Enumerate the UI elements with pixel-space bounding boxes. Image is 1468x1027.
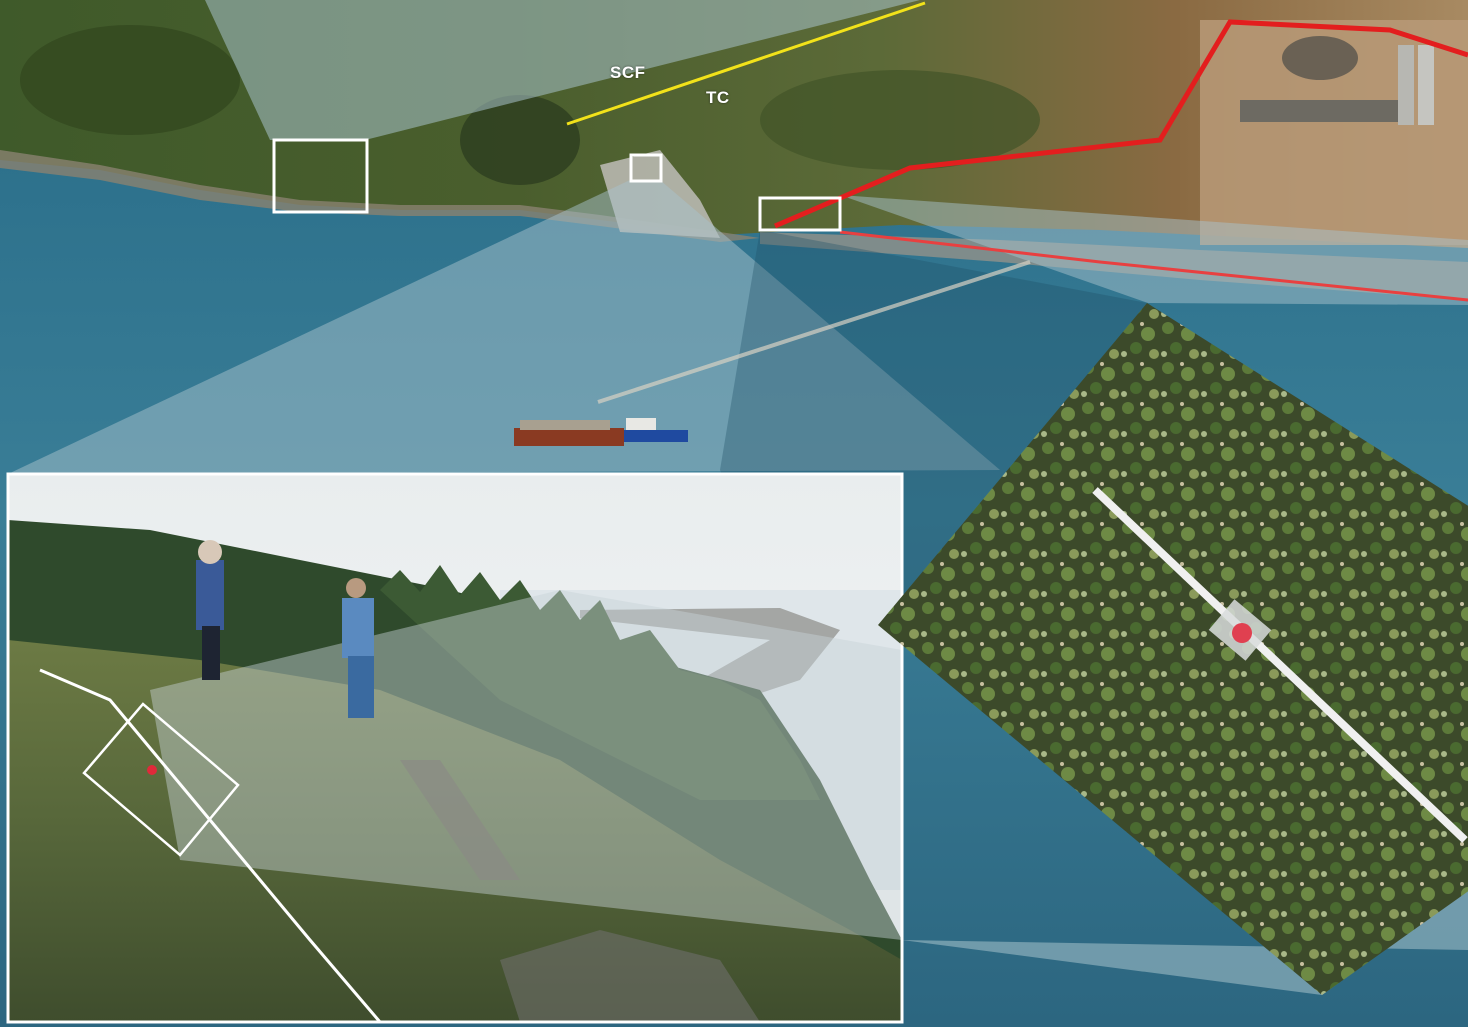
inset-box-center: [629, 153, 663, 183]
conveyor-line: [597, 260, 1031, 404]
barge-cargo: [520, 420, 610, 430]
barge: [514, 428, 624, 446]
zoom-projection-top: [205, 0, 920, 140]
quarry-pit: [1282, 36, 1358, 80]
building: [1240, 100, 1400, 122]
inset-box-left: [272, 138, 369, 214]
inset-box-right: [758, 196, 842, 232]
person-1-legs: [202, 626, 220, 680]
quadrat-marker: [147, 765, 157, 775]
forest-patch: [460, 95, 580, 185]
photo-projection: [150, 590, 902, 940]
person-2-legs: [348, 656, 374, 718]
zoom-projection-center: [8, 180, 1000, 474]
quadrat-frame: [82, 702, 240, 857]
field-photo: [8, 474, 902, 1022]
field-photo-frame: [6, 472, 904, 1024]
closeup-tape: [1092, 487, 1468, 843]
label-scf: SCF: [610, 63, 646, 82]
photo-trees: [380, 565, 820, 800]
photo-rock: [400, 760, 520, 880]
boundary-line-red: [774, 19, 1468, 229]
compass-needle: [1232, 623, 1252, 643]
silo: [1398, 45, 1414, 125]
zoom-projection-right: [840, 195, 1468, 305]
person-1-body: [196, 560, 224, 630]
zoom-projection-dark: [720, 230, 1147, 940]
photo-rock: [500, 930, 760, 1022]
forest-patch: [20, 25, 240, 135]
person-2-head: [346, 578, 366, 598]
tug-hull: [624, 430, 688, 442]
forest-patch: [760, 70, 1040, 170]
person-1-head: [198, 540, 222, 564]
label-tc: TC: [706, 88, 730, 107]
fault-line-yellow: [566, 1, 926, 126]
boundary-line-red-lower: [839, 230, 1468, 302]
photo-breakwater: [580, 608, 840, 700]
person-2-body: [342, 598, 374, 658]
silo: [1418, 45, 1434, 125]
